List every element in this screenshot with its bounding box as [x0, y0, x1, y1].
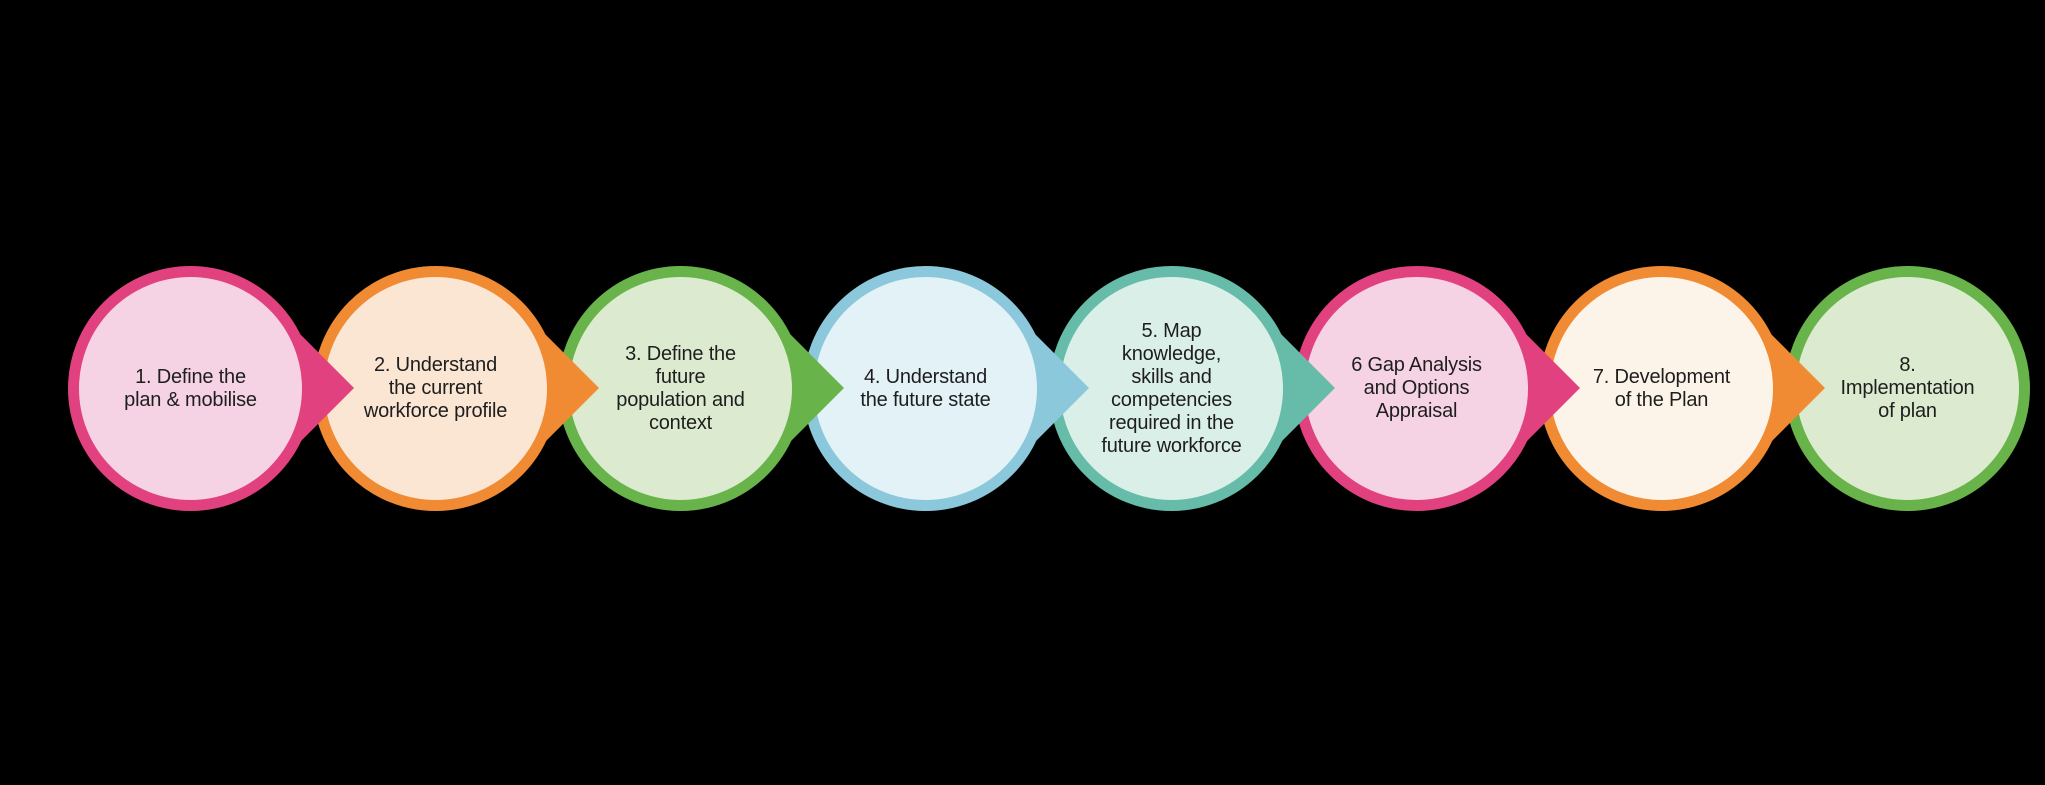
step-circle [1785, 266, 2030, 511]
step-label: 2. Understand the current workforce prof… [363, 354, 508, 422]
step-label: 6 Gap Analysis and Options Appraisal [1351, 354, 1482, 422]
step-label: 5. Map knowledge, skills and competencie… [1101, 319, 1242, 457]
process-step-5: 5. Map knowledge, skills and competencie… [1049, 266, 1335, 511]
step-circle [68, 266, 313, 511]
step-circle [803, 266, 1048, 511]
process-step-3: 3. Define the future population and cont… [558, 266, 844, 511]
step-circle [313, 266, 558, 511]
process-step-8: 8. Implementation of plan [1785, 266, 2030, 511]
step-label: 8. Implementation of plan [1840, 354, 1975, 422]
step-label: 7. Development of the Plan [1592, 365, 1731, 411]
step-label: 3. Define the future population and cont… [616, 342, 745, 434]
step-label: 1. Define the plan & mobilise [124, 365, 257, 411]
step-circle [558, 266, 803, 511]
step-circle [1049, 266, 1294, 511]
step-label: 4. Understand the future state [860, 365, 991, 411]
process-step-1: 1. Define the plan & mobilise [68, 266, 354, 511]
